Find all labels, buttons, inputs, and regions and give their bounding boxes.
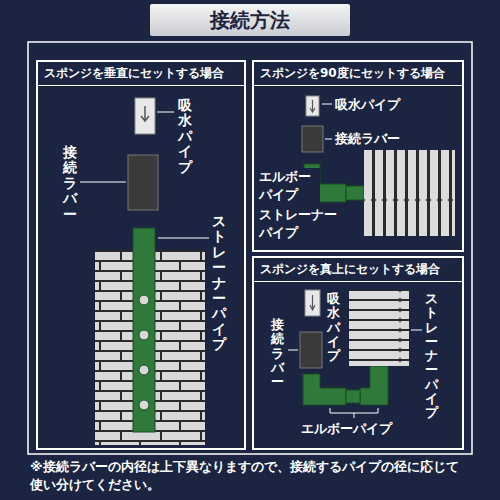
part-label: 吸水パイプ (177, 98, 193, 175)
title-banner: 接続方法 (150, 4, 350, 36)
flow-arrow (141, 106, 149, 121)
caption-note: ※接続ラバーの内径は上下異なりますので、接続するパイプの径に応じて使い分けてくだ… (30, 458, 470, 494)
panel-heading: スポンジを真上にセットする場合 (254, 258, 462, 282)
part-label: 接続ラバー (334, 130, 401, 148)
connecting-rubber (302, 126, 323, 152)
part-label: 吸水パイプ (326, 292, 341, 363)
panel-heading: スポンジを垂直にセットする場合 (38, 62, 244, 86)
outer-frame (28, 42, 472, 454)
connecting-rubber (128, 155, 158, 210)
intake-pipe (306, 96, 319, 116)
sponge (349, 290, 409, 366)
part-label: ストレーナーパイプ (424, 292, 439, 421)
intake-pipe (135, 98, 155, 134)
strainer-pipe (346, 186, 364, 200)
panel-heading: スポンジを90度にセットする場合 (254, 62, 462, 86)
intake-pipe (305, 290, 320, 316)
elbow-pipe (303, 374, 346, 405)
part-label: エルボー パイプ (258, 168, 320, 204)
strainer-pipe (133, 228, 155, 432)
part-label: 吸水パイプ (334, 96, 401, 114)
part-label: ストレーナー パイプ (258, 206, 346, 242)
part-label: 接続ラバー (62, 145, 78, 222)
elbow-pipe (360, 366, 388, 405)
leader-line (322, 104, 332, 139)
connecting-rubber (300, 332, 322, 368)
part-label: ストレーナーパイプ (211, 214, 227, 353)
part-label: 接続ラバー (270, 318, 285, 389)
part-label: エルボーパイプ (300, 420, 393, 438)
upright-assembly (288, 290, 422, 418)
leader-line (288, 330, 422, 350)
bracket (330, 408, 378, 418)
vertical-assembly (80, 98, 209, 445)
sponge (364, 150, 455, 236)
